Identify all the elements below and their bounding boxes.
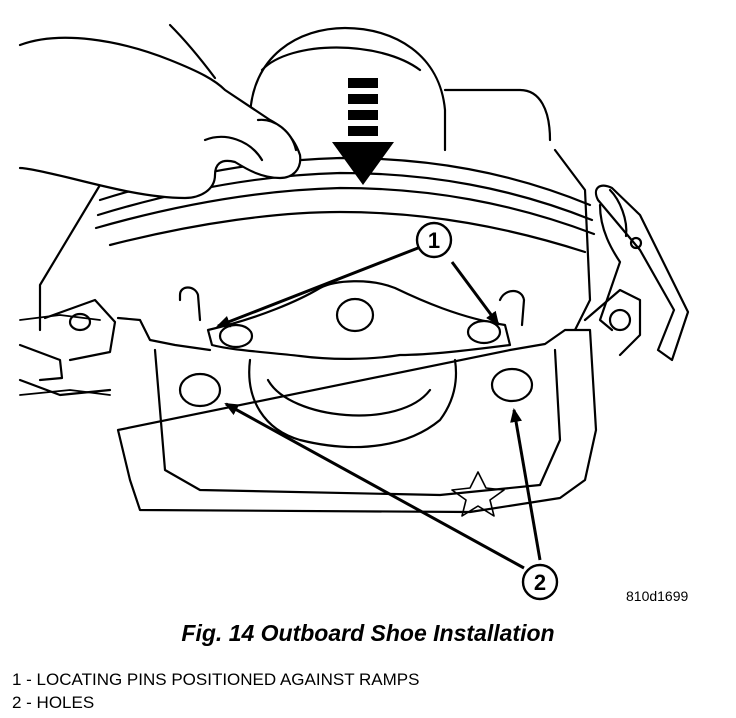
caliper-housing (116, 316, 598, 514)
callout-1: 1 (415, 221, 453, 259)
figure-title: Fig. 14 Outboard Shoe Installation (181, 620, 555, 646)
callout-1-leader-right (450, 261, 500, 326)
caliper-piston (248, 26, 552, 152)
callout-2-leader-right (510, 408, 542, 561)
callout-2: 2 (521, 563, 559, 601)
outboard-shoe-top (178, 280, 526, 360)
figure-legend: 1 - LOCATING PINS POSITIONED AGAINST RAM… (12, 668, 419, 714)
legend-item: 2 - HOLES (12, 693, 95, 712)
technician-hand (18, 23, 302, 200)
figure-reference-id: 810d1699 (626, 588, 689, 604)
retainer-clip (583, 184, 690, 362)
callout-2-leader-left (224, 402, 525, 570)
manufacturer-logo (451, 471, 505, 517)
downward-press-arrow (332, 78, 394, 185)
callout-2-number: 2 (534, 570, 546, 595)
legend-item: 1 - LOCATING PINS POSITIONED AGAINST RAM… (12, 670, 420, 689)
callout-1-number: 1 (428, 228, 440, 253)
caliper-illustration: 1 2 (18, 23, 690, 601)
callout-1-leader-left (216, 246, 419, 328)
